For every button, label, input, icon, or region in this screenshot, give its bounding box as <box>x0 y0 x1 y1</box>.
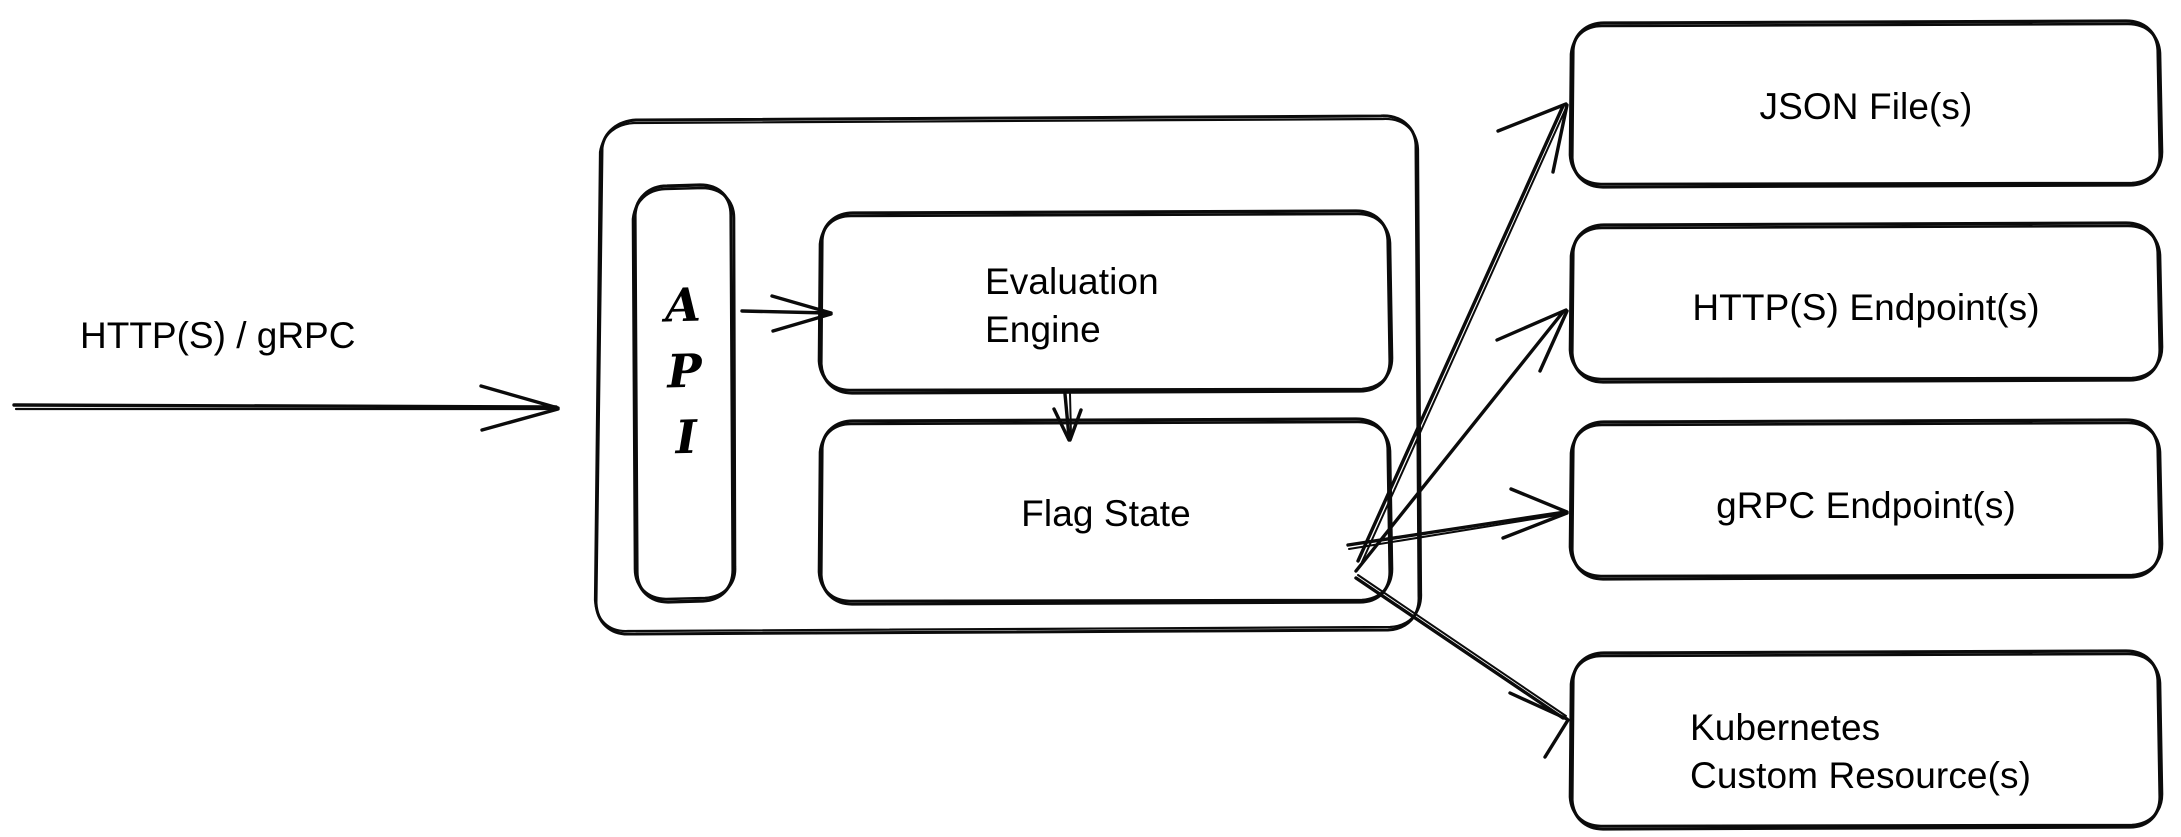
edge-flag-state-to-kubernetes-cr <box>1354 574 1570 759</box>
kubernetes-cr-label: Kubernetes Custom Resource(s) <box>1690 707 2032 797</box>
edge-flag-state-to-http-endpoint <box>1354 308 1569 573</box>
json-file-box-shape <box>1568 19 2164 189</box>
flag-state-box-shape <box>817 417 1394 606</box>
evaluation-engine-label: Evaluation Engine <box>985 261 1159 351</box>
http-endpoint-label: HTTP(S) Endpoint(s) <box>1692 287 2040 328</box>
edge-flag-state-to-json-file <box>1356 102 1569 563</box>
service-container-shape <box>593 114 1423 636</box>
evaluation-engine-box-shape <box>817 209 1394 395</box>
grpc-endpoint-box-shape <box>1568 418 2164 581</box>
edge-flag-state-to-grpc-endpoint <box>1346 487 1569 550</box>
edge-evaluation-engine-to-flag-state <box>1052 392 1083 442</box>
edge-api-to-evaluation-engine <box>740 294 833 333</box>
api-label: A P I <box>664 277 704 465</box>
kubernetes-cr-box-shape <box>1568 649 2164 831</box>
ingress-label: HTTP(S) / gRPC <box>80 315 356 356</box>
http-endpoint-box-shape <box>1568 221 2164 384</box>
json-file-label: JSON File(s) <box>1759 86 1973 127</box>
edge-ingress-to-api <box>12 384 560 432</box>
grpc-endpoint-label: gRPC Endpoint(s) <box>1716 485 2016 526</box>
api-box-shape <box>631 183 737 604</box>
flag-state-label: Flag State <box>1021 493 1191 534</box>
